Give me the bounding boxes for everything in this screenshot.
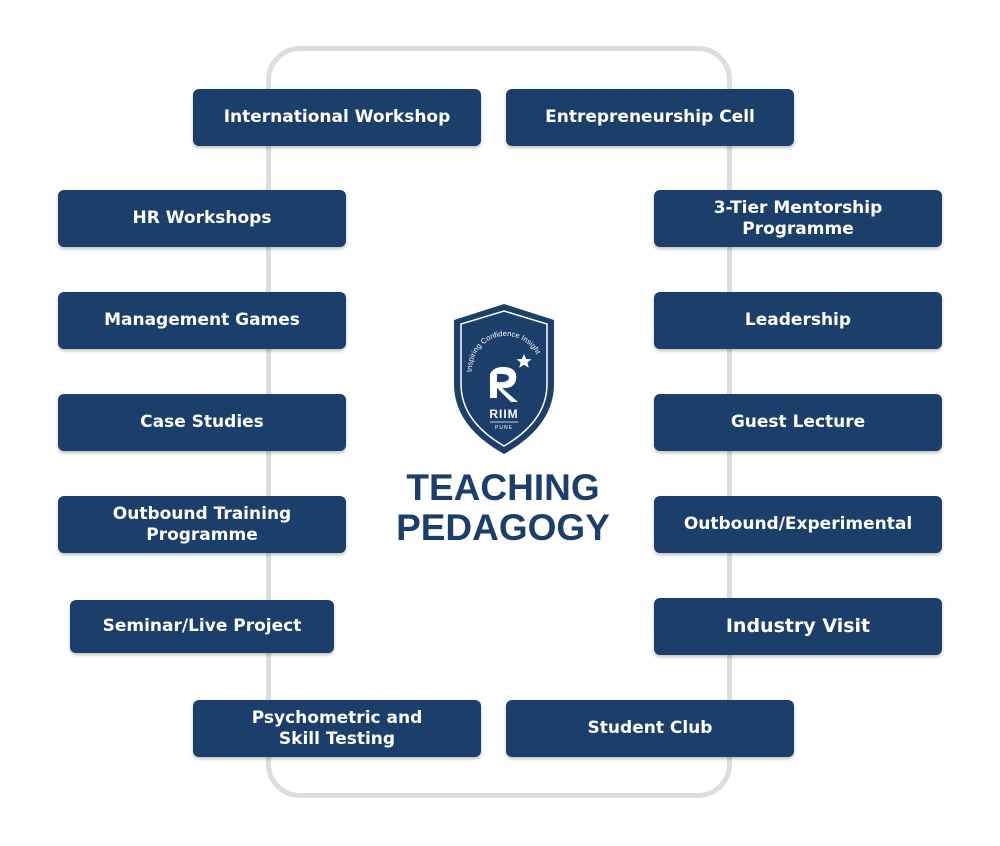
outbound-training-label-line2: Programme xyxy=(146,524,258,545)
psychometric-label-line1: Psychometric and xyxy=(251,707,423,728)
case-studies-box: Case Studies xyxy=(58,394,346,451)
title-line1: TEACHING xyxy=(406,467,600,508)
logo-name: RIIM xyxy=(489,407,518,421)
seminar-live-project-label: Seminar/Live Project xyxy=(102,616,302,636)
outbound-training-label-line1: Outbound Training xyxy=(112,503,292,524)
international-workshop-label: International Workshop xyxy=(223,107,451,127)
outbound-training-box: Outbound Training Programme xyxy=(58,496,346,553)
psychometric-label-line2: Skill Testing xyxy=(278,728,396,749)
logo-city: PUNE xyxy=(495,425,513,431)
management-games-label: Management Games xyxy=(104,310,300,330)
hr-workshops-box: HR Workshops xyxy=(58,190,346,247)
leadership-label: Leadership xyxy=(744,310,852,330)
entrepreneurship-cell-box: Entrepreneurship Cell xyxy=(506,89,794,146)
page-title: TEACHING PEDAGOGY xyxy=(360,468,646,548)
mentorship-label-line2: Programme xyxy=(742,218,854,239)
case-studies-label: Case Studies xyxy=(140,412,264,432)
industry-visit-box: Industry Visit xyxy=(654,598,942,655)
student-club-box: Student Club xyxy=(506,700,794,757)
mentorship-programme-box: 3-Tier Mentorship Programme xyxy=(654,190,942,247)
star-icon xyxy=(516,354,532,368)
mentorship-label-line1: 3-Tier Mentorship xyxy=(713,197,883,218)
guest-lecture-label: Guest Lecture xyxy=(730,412,866,432)
outbound-experimental-label: Outbound/Experimental xyxy=(683,514,913,534)
psychometric-testing-box: Psychometric and Skill Testing xyxy=(193,700,481,757)
outbound-experimental-box: Outbound/Experimental xyxy=(654,496,942,553)
international-workshop-box: International Workshop xyxy=(193,89,481,146)
logo-monogram xyxy=(490,366,518,402)
riim-logo: Inspiring Confidence Insight ! RIIM PUNE xyxy=(450,302,554,454)
management-games-box: Management Games xyxy=(58,292,346,349)
industry-visit-label: Industry Visit xyxy=(725,615,871,637)
seminar-live-project-box: Seminar/Live Project xyxy=(70,600,334,653)
hr-workshops-label: HR Workshops xyxy=(132,208,272,228)
guest-lecture-box: Guest Lecture xyxy=(654,394,942,451)
entrepreneurship-cell-label: Entrepreneurship Cell xyxy=(545,107,755,127)
leadership-box: Leadership xyxy=(654,292,942,349)
student-club-label: Student Club xyxy=(587,718,713,738)
title-line2: PEDAGOGY xyxy=(396,507,610,548)
